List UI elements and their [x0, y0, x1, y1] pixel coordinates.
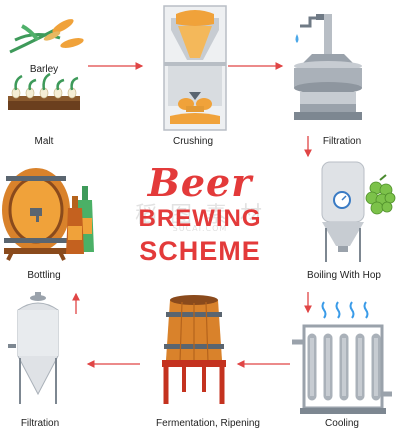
label-barley: Barley	[29, 64, 59, 75]
label-bottling: Bottling	[27, 270, 61, 281]
label-boiling-with-hop: Boiling With Hop	[307, 270, 381, 281]
title-beer: Beer	[147, 160, 253, 205]
fermentation-tank-icon	[8, 292, 59, 404]
hop-cone-icon	[365, 174, 396, 215]
fermentation-barrel-icon	[162, 295, 226, 404]
label-fermentation-ripening: Fermentation, Ripening	[156, 418, 260, 429]
keg-barrel-icon	[2, 168, 70, 261]
boiling-tank-icon	[321, 161, 365, 262]
barley-icon	[9, 19, 84, 54]
label-crushing: Crushing	[172, 136, 214, 147]
watermark-url: SUCAI.COM	[172, 224, 228, 233]
watermark-text: 稻 图 素 材	[135, 203, 265, 228]
bottle-icon	[66, 186, 94, 254]
grain-mill-icon	[163, 5, 227, 131]
sprout-icon	[8, 72, 80, 110]
label-filtration-bottom: Filtration	[20, 418, 60, 429]
label-malt: Malt	[34, 136, 54, 147]
flow-arrows	[72, 62, 312, 368]
title-brewing: BREWING	[138, 205, 262, 232]
cooling-coil-icon	[292, 301, 392, 414]
title-scheme: SCHEME	[139, 236, 261, 266]
filter-tank-icon	[294, 14, 362, 120]
label-filtration-top: Filtration	[322, 136, 362, 147]
label-cooling: Cooling	[325, 418, 359, 429]
